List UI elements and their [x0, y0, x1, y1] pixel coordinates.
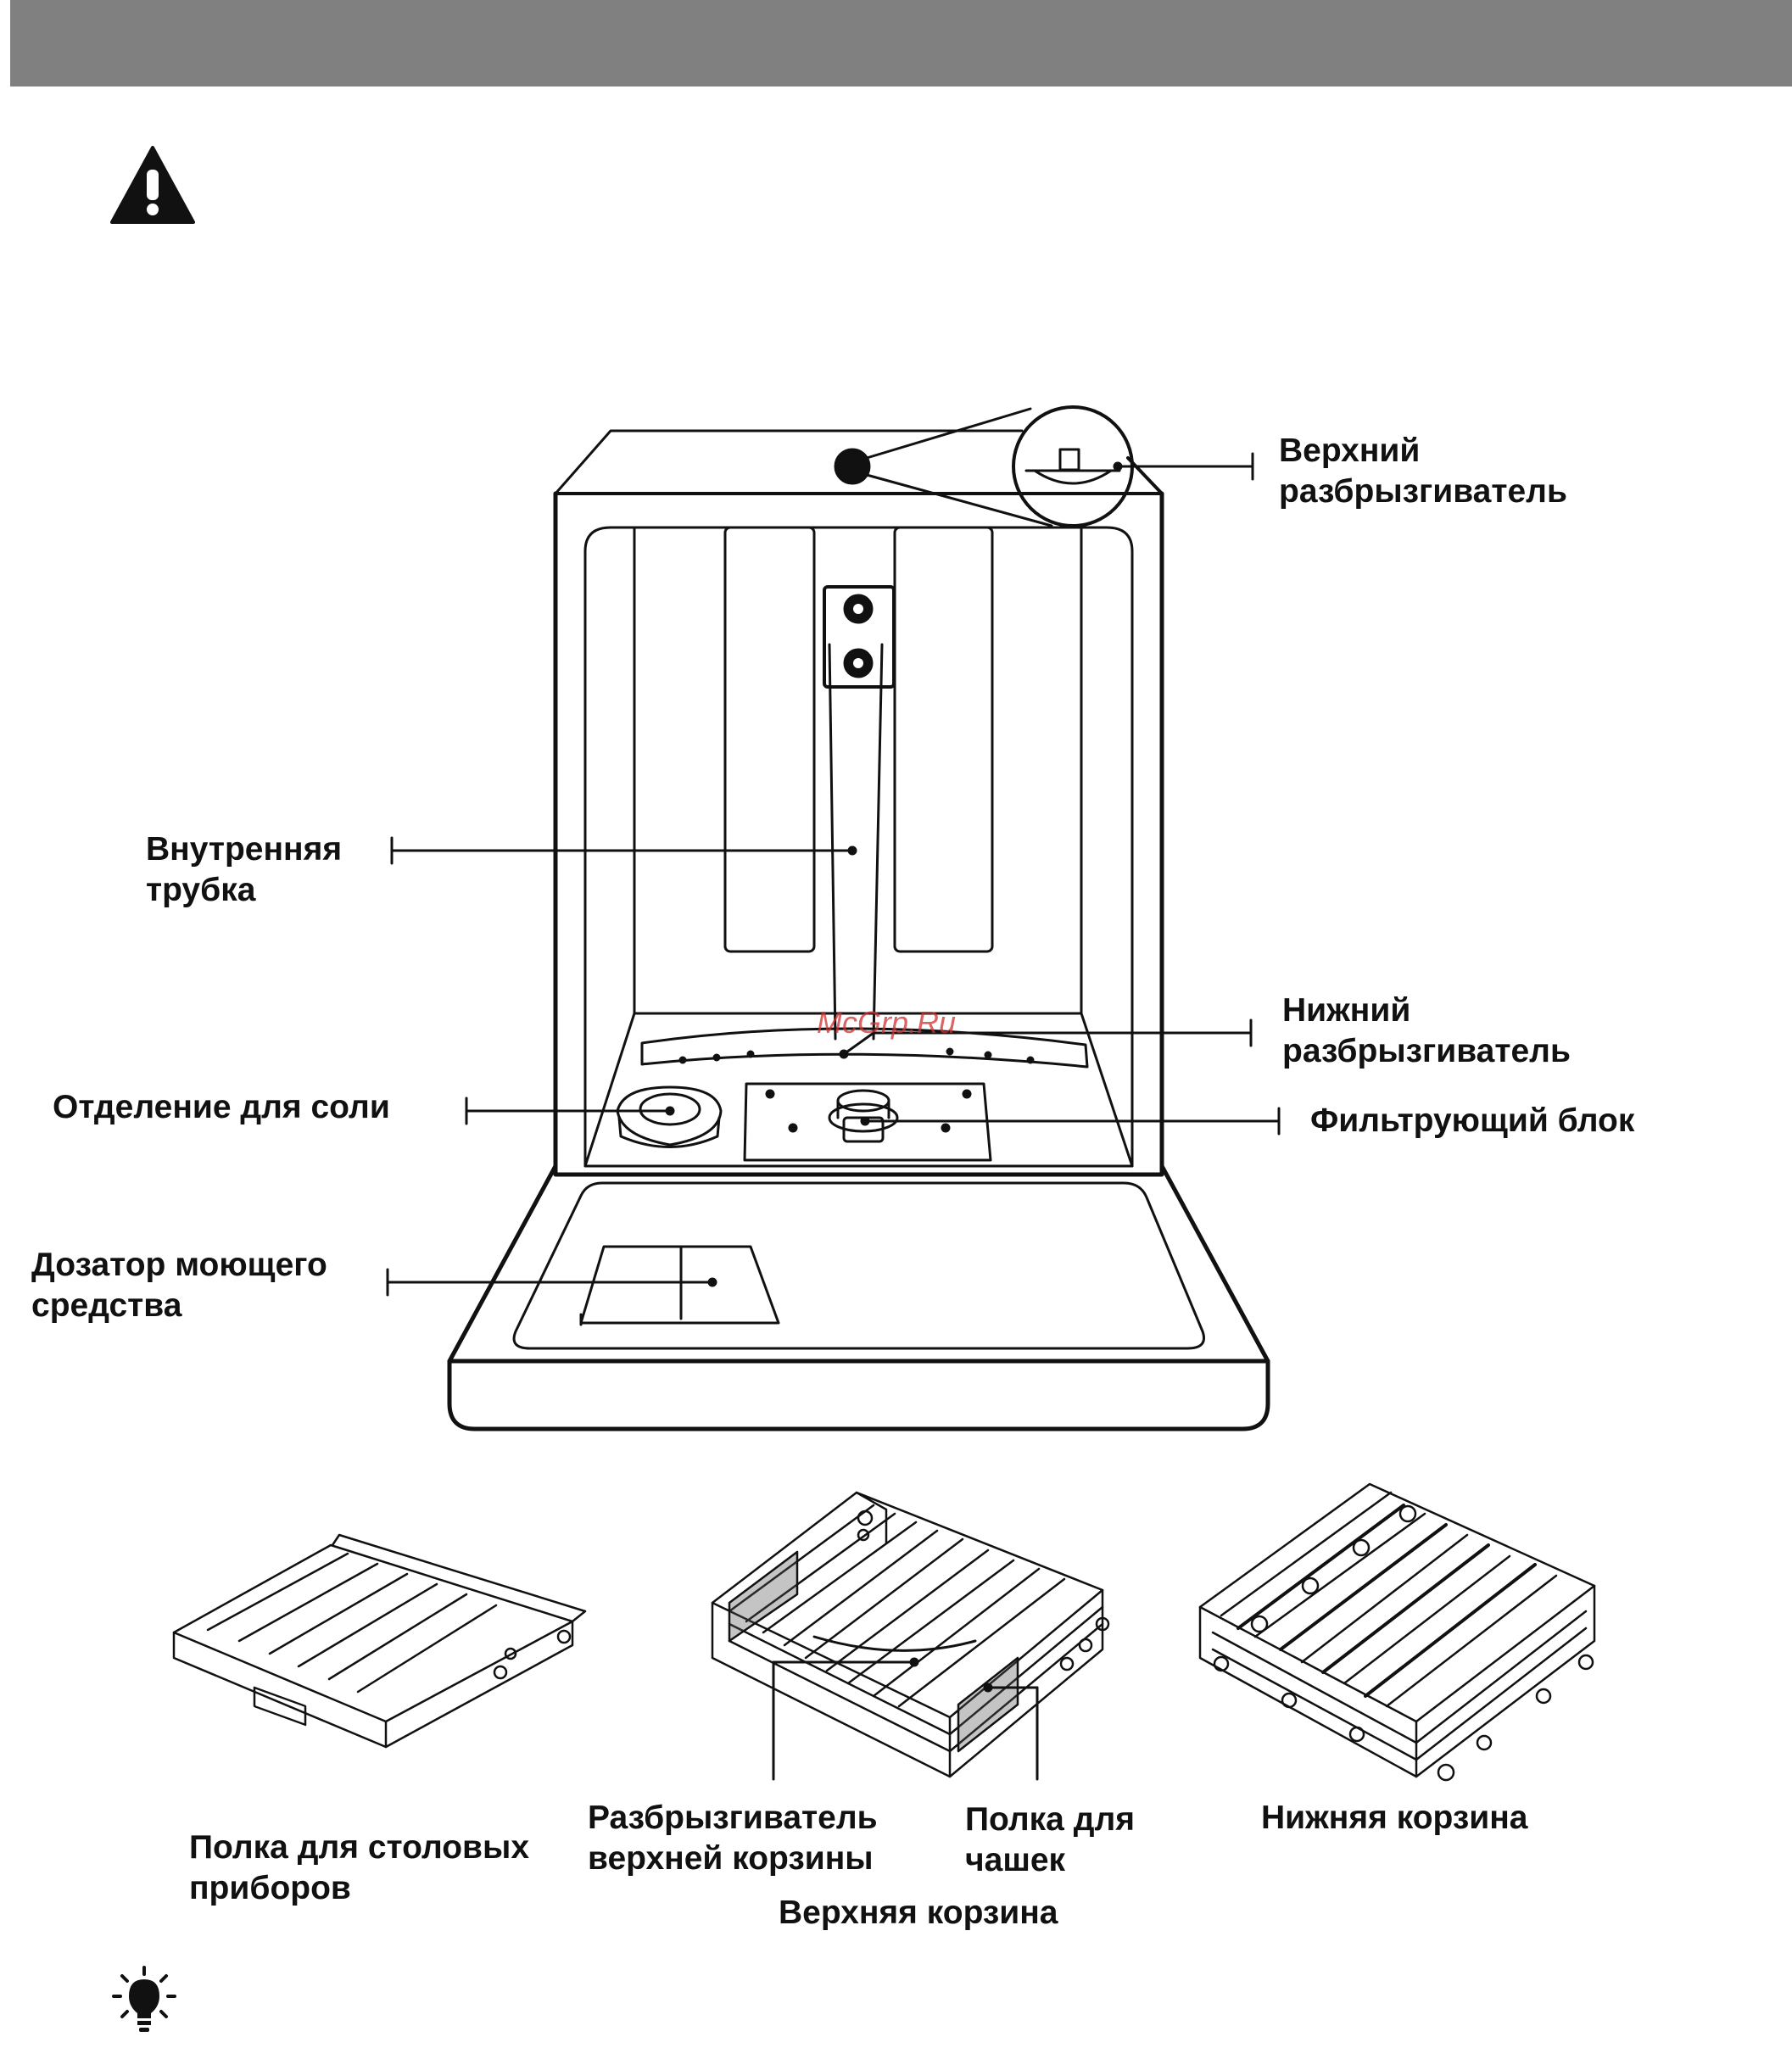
upper-basket-drawing — [712, 1493, 1108, 1777]
upper-spray-arm-detail — [835, 407, 1132, 526]
label-lower-basket: Нижняя корзина — [1261, 1798, 1527, 1839]
label-filter-unit: Фильтрующий блок — [1310, 1101, 1634, 1141]
salt-compartment-cap — [617, 1087, 721, 1147]
lightbulb-icon — [112, 1966, 176, 2035]
label-upper-basket: Верхняя корзина — [779, 1893, 1058, 1934]
dishwasher-door — [449, 1166, 1268, 1429]
cutlery-tray-drawing — [174, 1535, 585, 1747]
lower-basket-drawing — [1200, 1484, 1594, 1780]
watermark: McGrp.Ru — [817, 1005, 956, 1041]
label-salt-compartment: Отделение для соли — [53, 1087, 390, 1128]
